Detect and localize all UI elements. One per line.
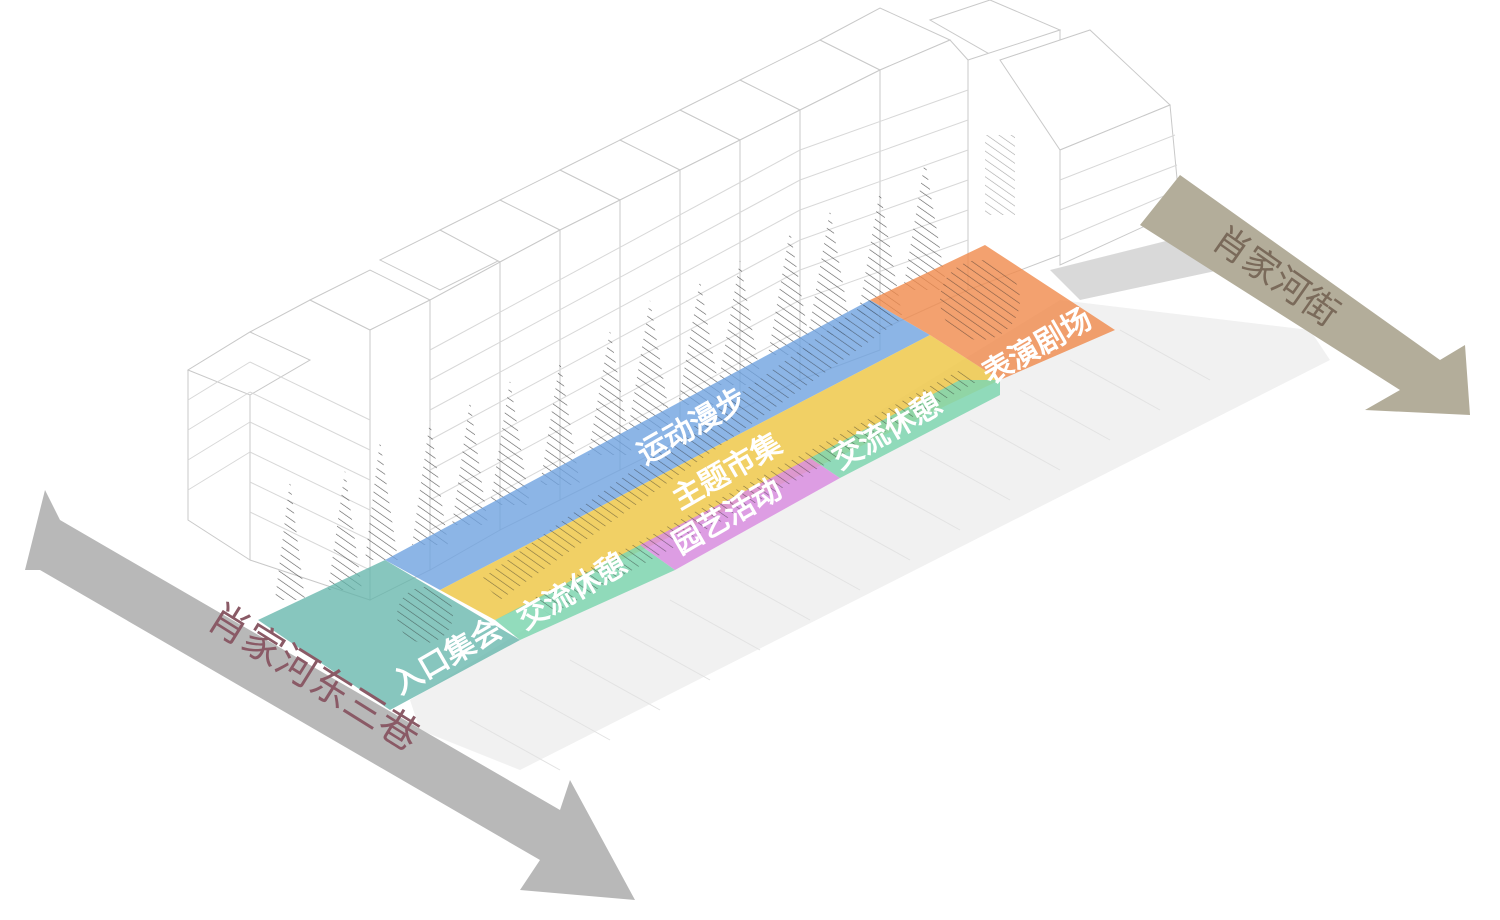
road-arrow-left <box>25 490 635 900</box>
zone-rest2 <box>810 380 1000 478</box>
road-arrow-right <box>1140 175 1470 415</box>
street-lines <box>469 329 1211 771</box>
trees <box>275 160 947 600</box>
road-arrows <box>25 175 1470 900</box>
zone-garden <box>640 458 840 570</box>
zone-entrance <box>258 560 520 710</box>
zone-market <box>440 335 1000 620</box>
activity-zones <box>258 245 1115 710</box>
street-ground <box>410 300 1330 770</box>
